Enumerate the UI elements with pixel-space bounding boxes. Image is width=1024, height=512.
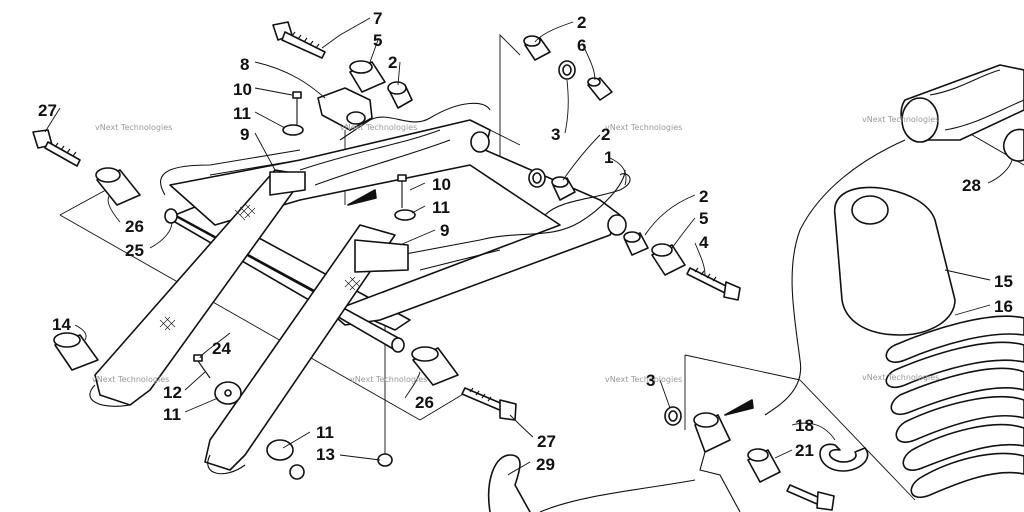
nut-3c [664, 406, 682, 426]
watermark-5: vNext Technologies [92, 375, 169, 384]
nut-13 [289, 464, 305, 480]
callout-9-left: 9 [240, 125, 249, 144]
callout-11-left: 11 [233, 104, 251, 123]
callout-27-right: 27 [537, 432, 556, 451]
watermark-3: vNext Technologies [605, 123, 682, 132]
callout-1: 1 [604, 148, 613, 167]
callout-5-top: 5 [373, 31, 382, 50]
callout-11-bottom: 11 [316, 423, 334, 442]
washer-11d [266, 439, 294, 461]
washer-11c [214, 381, 242, 405]
callout-4: 4 [699, 233, 709, 252]
callout-9-right: 9 [440, 221, 449, 240]
callout-14: 14 [52, 315, 71, 334]
callout-2-right: 2 [699, 187, 708, 206]
callout-10-left: 10 [233, 80, 252, 99]
screw-10b [394, 174, 416, 221]
callout-16: 16 [994, 297, 1013, 316]
callout-15: 15 [994, 272, 1013, 291]
watermark-1: vNext Technologies [95, 123, 172, 132]
spacer-2d [623, 231, 649, 256]
callout-7: 7 [373, 9, 382, 28]
callout-27-left: 27 [38, 101, 57, 120]
callout-2-middle: 2 [601, 125, 610, 144]
bolt-4 [686, 267, 741, 301]
shock-absorber [764, 64, 1024, 498]
direction-arrow-1 [347, 189, 377, 206]
callout-18: 18 [795, 416, 814, 435]
bushing-21 [747, 448, 781, 483]
bolt-27b [461, 387, 517, 421]
callout-28: 28 [962, 176, 981, 195]
coil-spring [885, 315, 1024, 498]
watermark-2: vNext Technologies [340, 123, 417, 132]
spacer-2c [551, 176, 576, 201]
bushing-6 [587, 77, 613, 101]
nut-3a [558, 60, 576, 80]
callout-11-lower-left: 11 [163, 405, 181, 424]
callout-8: 8 [240, 55, 249, 74]
callout-2-top: 2 [388, 53, 397, 72]
callout-2-upper-right: 2 [577, 13, 586, 32]
callout-10-right: 10 [432, 175, 451, 194]
watermark-6: vNext Technologies [350, 375, 427, 384]
loop-29 [487, 454, 696, 512]
bracket-8 [317, 87, 373, 131]
bolt-27a [32, 129, 81, 167]
spacer-2b [523, 35, 551, 61]
bushing-5b [651, 243, 686, 276]
screw-12 [193, 354, 211, 379]
callout-12: 12 [163, 383, 182, 402]
watermark-8: vNext Technologies [862, 373, 939, 382]
straps [89, 169, 409, 475]
callout-6: 6 [577, 36, 586, 55]
nut-bottom [377, 453, 393, 467]
bushing-14 [53, 332, 99, 371]
watermark-7: vNext Technologies [605, 375, 682, 384]
bushing-26a [95, 167, 141, 206]
bolt-7 [272, 21, 326, 59]
callout-26-right: 26 [415, 393, 434, 412]
nut-3b [528, 168, 546, 188]
screw-10a [282, 91, 304, 136]
hardware [32, 21, 869, 512]
callout-21: 21 [795, 441, 814, 460]
callout-13: 13 [316, 445, 335, 464]
watermarks: vNext Technologies vNext Technologies vN… [92, 115, 939, 384]
callout-5-right: 5 [699, 209, 708, 228]
callout-leaders [44, 17, 1013, 476]
bushing-26b [411, 346, 459, 386]
callout-3-lower: 3 [646, 371, 655, 390]
bushing-5a [349, 60, 386, 93]
callout-29: 29 [536, 455, 555, 474]
callout-24: 24 [212, 339, 231, 358]
clip-18 [819, 443, 869, 472]
lower-bracket [693, 412, 741, 512]
callout-11-right: 11 [432, 198, 450, 217]
bolt-lower [786, 484, 835, 511]
callout-26-left: 26 [125, 217, 144, 236]
callout-labels: 7 5 2 8 10 11 9 27 26 25 2 6 3 2 1 10 11… [38, 9, 1013, 474]
spacer-2a [387, 81, 413, 109]
callout-3-middle: 3 [551, 125, 560, 144]
watermark-4: vNext Technologies [862, 115, 939, 124]
direction-arrow-2 [724, 399, 754, 416]
callout-25: 25 [125, 241, 144, 260]
